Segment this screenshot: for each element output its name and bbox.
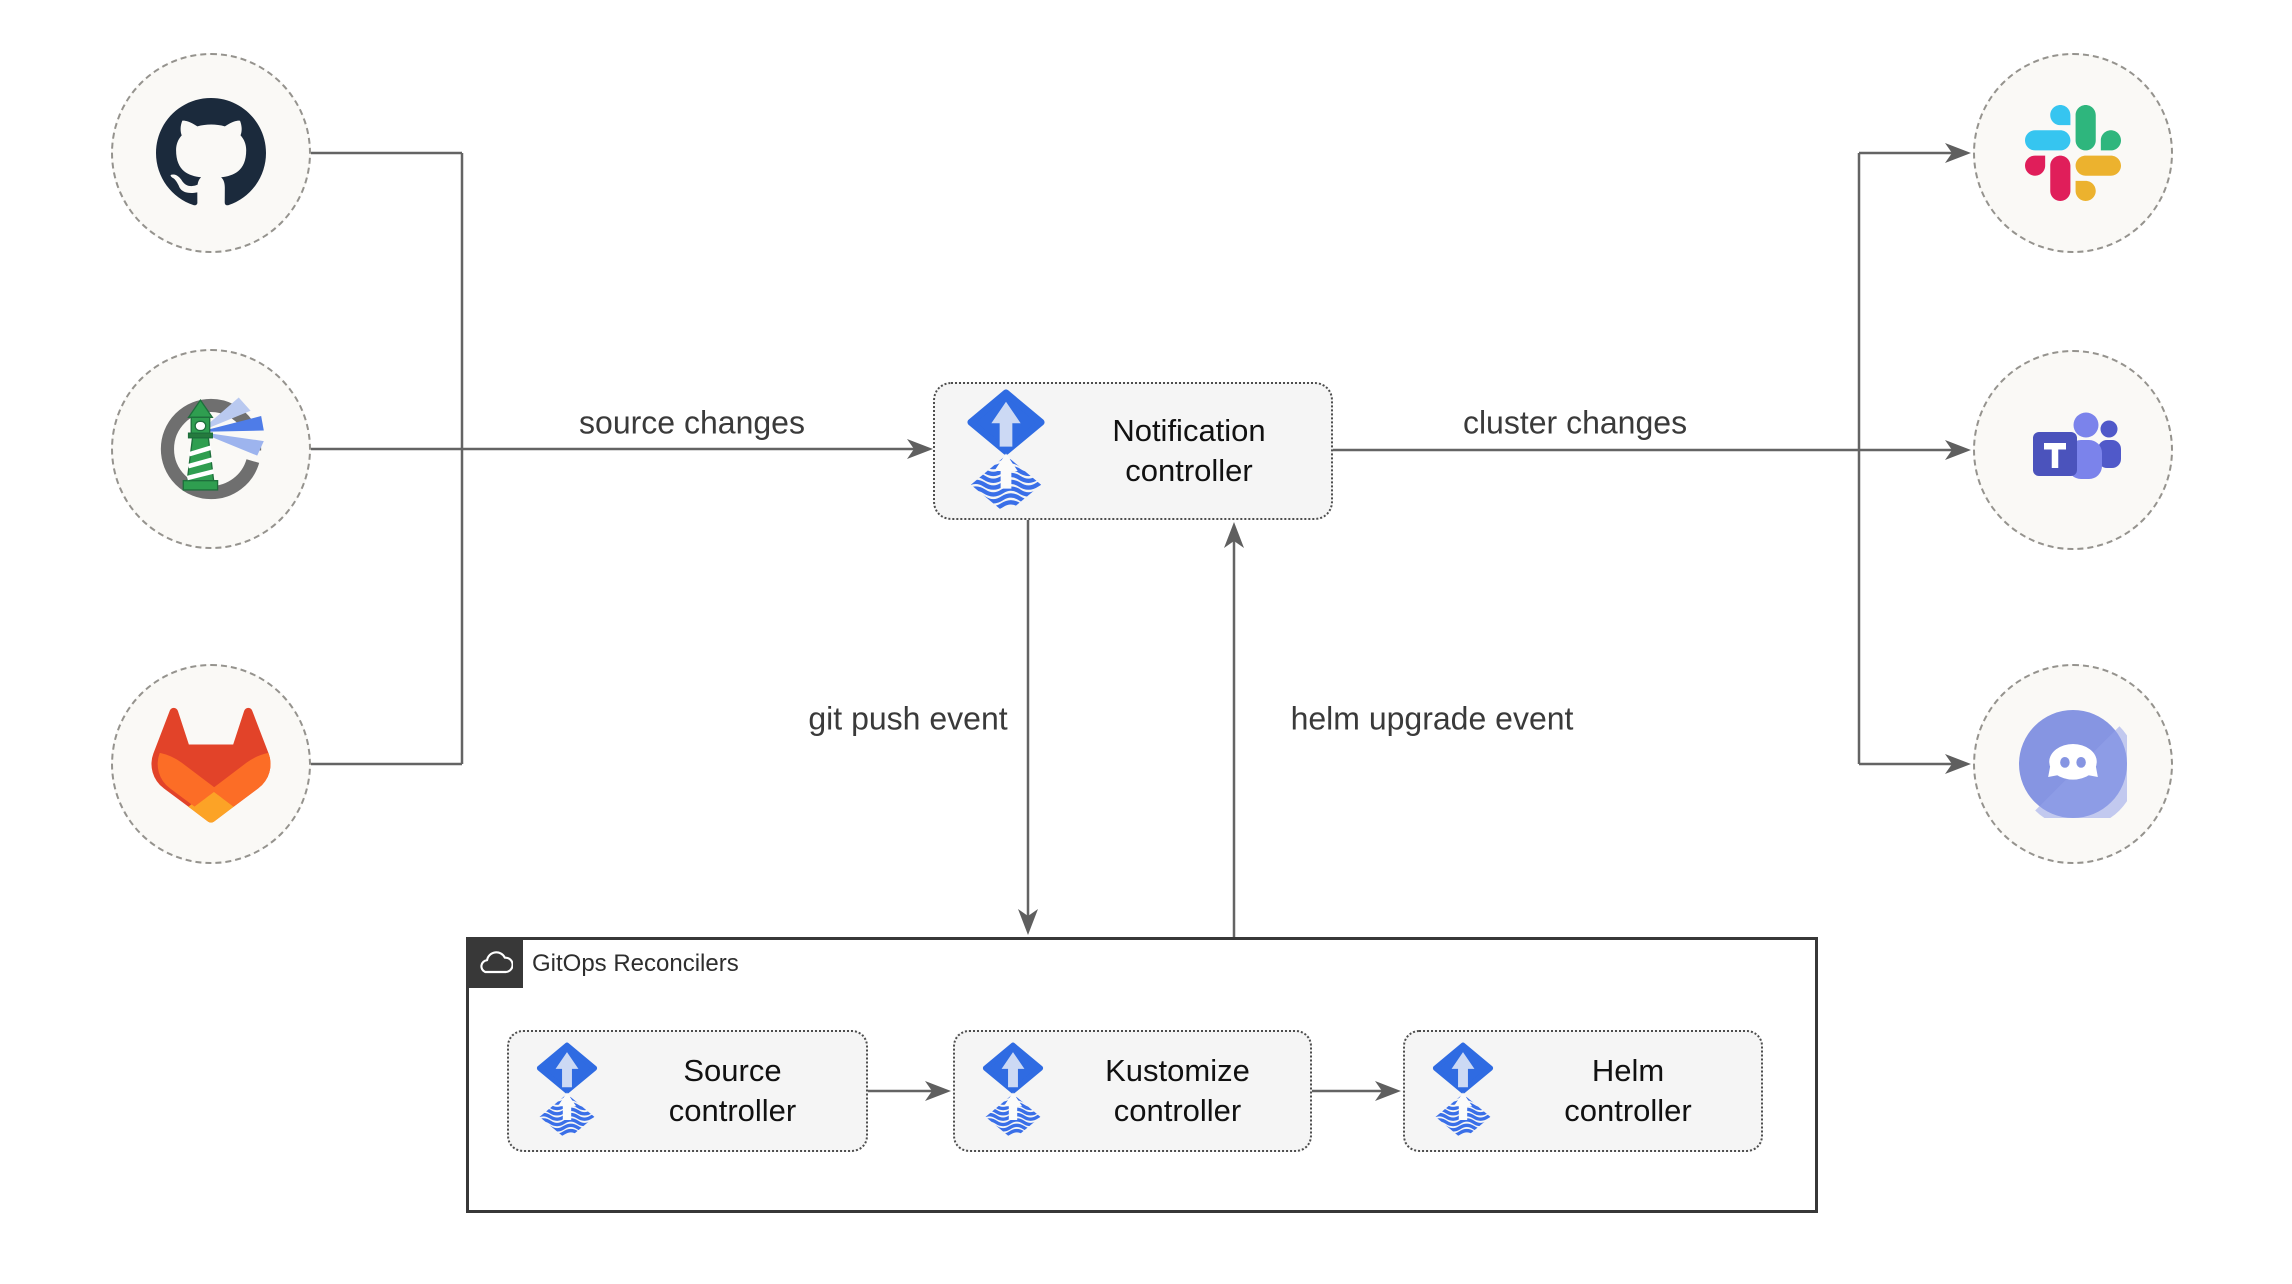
- cloud-icon: [479, 950, 513, 973]
- teams-node: [1973, 350, 2173, 550]
- edge-label-cluster-changes: cluster changes: [1462, 404, 1688, 441]
- slack-node: [1973, 53, 2173, 253]
- harbor-node: [111, 349, 311, 549]
- edge-label-git-push-event: git push event: [808, 700, 1008, 737]
- flux-icon: [535, 1042, 599, 1140]
- gitops-reconcilers-group: GitOps Reconcilers: [466, 937, 1818, 1213]
- notification-controller-label: Notification controller: [1112, 413, 1266, 488]
- source-controller-node: Source controller: [507, 1030, 868, 1152]
- discord-icon: [2019, 710, 2127, 818]
- edge-label-source-changes: source changes: [579, 404, 805, 441]
- source-controller-label: Source controller: [668, 1053, 797, 1128]
- notification-controller-node: Notification controller: [933, 382, 1333, 520]
- edge-label-helm-upgrade-event: helm upgrade event: [1290, 700, 1574, 737]
- gitops-group-title: GitOps Reconcilers: [532, 950, 739, 977]
- kustomize-controller-node: Kustomize controller: [953, 1030, 1312, 1152]
- arrowheads: [907, 143, 1971, 1101]
- teams-icon: [2033, 412, 2121, 479]
- helm-controller-label: Helm controller: [1564, 1053, 1692, 1128]
- helm-controller-node: Helm controller: [1403, 1030, 1763, 1152]
- discord-node: [1973, 664, 2173, 864]
- flux-icon: [981, 1042, 1045, 1140]
- slack-icon: [2025, 105, 2121, 201]
- gitlab-node: [111, 664, 311, 864]
- github-node: [111, 53, 311, 253]
- kustomize-controller-label: Kustomize controller: [1105, 1053, 1250, 1128]
- harbor-icon: [160, 397, 264, 500]
- gitlab-icon: [151, 707, 271, 823]
- flux-icon: [965, 389, 1047, 514]
- gitops-badge: [466, 937, 523, 988]
- flux-icon: [1431, 1042, 1495, 1140]
- github-icon: [156, 98, 266, 206]
